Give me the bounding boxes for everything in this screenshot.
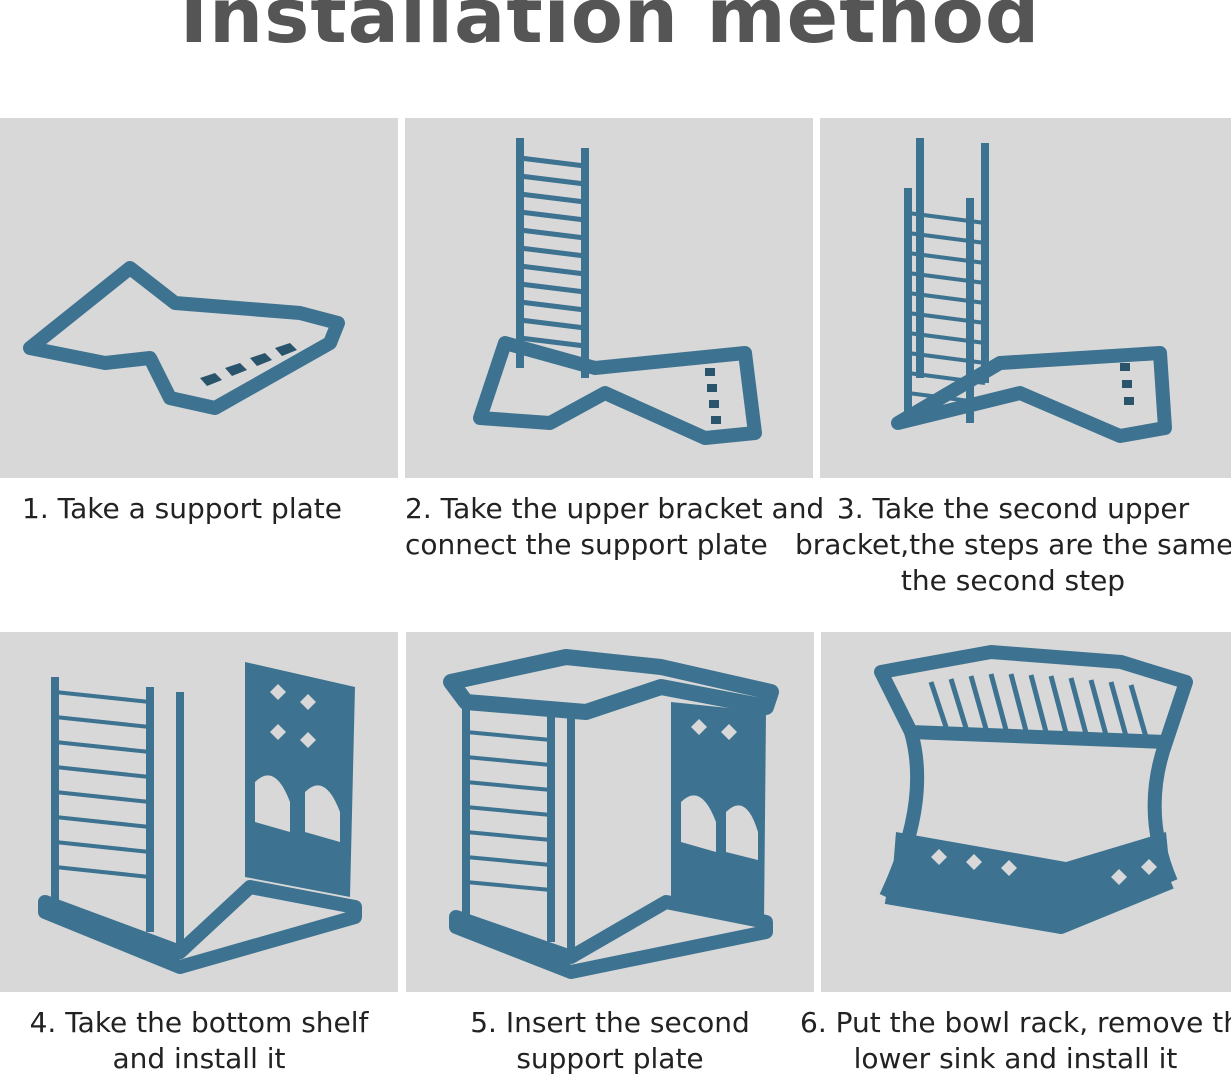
step-3-caption: 3. Take the second upper bracket,the ste… bbox=[795, 492, 1231, 597]
bottom-shelf-illustration bbox=[38, 662, 362, 974]
step-6-image bbox=[821, 632, 1231, 992]
upper-bracket-illustration bbox=[473, 138, 762, 445]
step-6-caption: 6. Put the bowl rack, remove the lower s… bbox=[800, 1006, 1231, 1075]
support-plate-illustration bbox=[23, 261, 345, 415]
step-1-image bbox=[0, 118, 398, 478]
step-5-image bbox=[406, 632, 814, 992]
step-4-caption: 4. Take the bottom shelf and install it bbox=[29, 1006, 369, 1075]
second-bracket-illustration bbox=[891, 138, 1172, 443]
step-3-image bbox=[820, 118, 1231, 478]
page-title: Installation method bbox=[179, 0, 1041, 60]
step-2-caption: 2. Take the upper bracket and connect th… bbox=[405, 492, 825, 561]
step-4-image bbox=[0, 632, 398, 992]
step-2-image bbox=[405, 118, 813, 478]
step-5-caption: 5. Insert the second support plate bbox=[470, 1006, 750, 1075]
finished-rack-illustration bbox=[874, 645, 1193, 934]
second-support-plate-illustration bbox=[443, 649, 779, 979]
step-1-caption: 1. Take a support plate bbox=[22, 492, 342, 525]
